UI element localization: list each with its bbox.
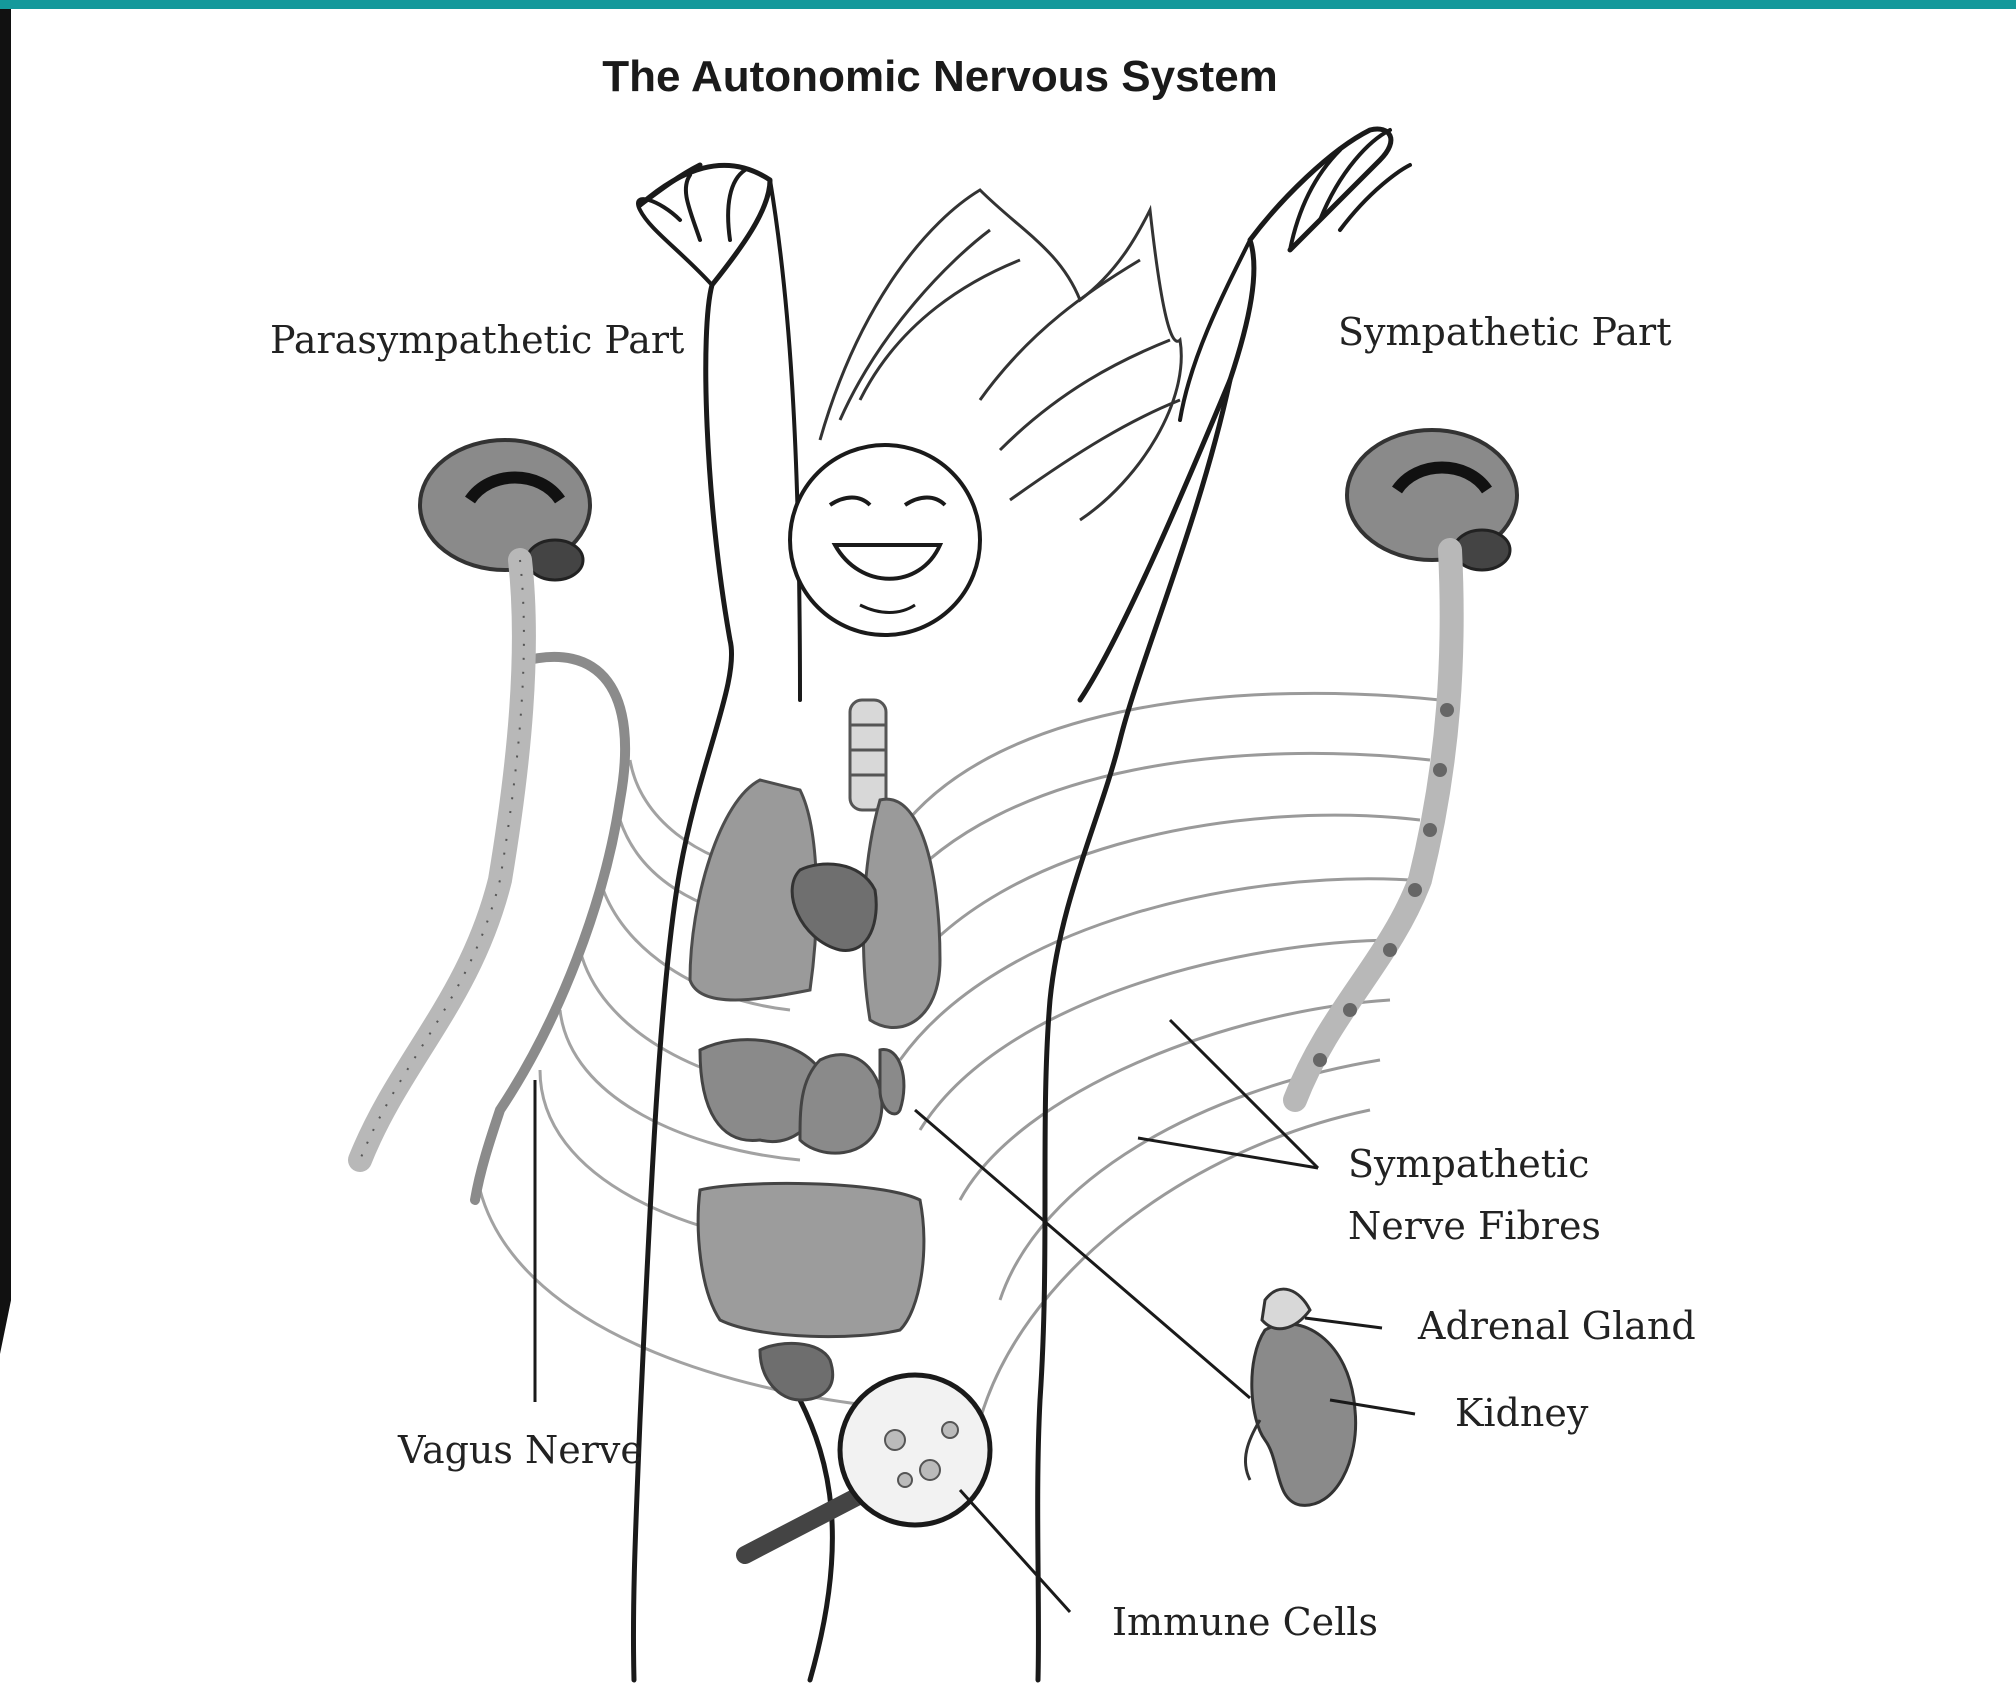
sympathetic-brain [1347,430,1517,570]
arms-and-hands [638,130,1410,700]
immune-cells-magnifier [745,1375,990,1555]
face [790,445,980,635]
label-sympathetic-part: Sympathetic Part [1338,308,1671,357]
label-immune-cells: Immune Cells [1112,1598,1378,1647]
label-sympathetic-fibres-line1: Sympathetic [1348,1140,1589,1189]
label-kidney: Kidney [1455,1389,1588,1438]
label-adrenal-gland: Adrenal Gland [1418,1302,1696,1351]
label-vagus-nerve: Vagus Nerve [398,1426,643,1475]
abdominal-organs [700,1040,904,1154]
label-sympathetic-fibres-line2: Nerve Fibres [1348,1202,1601,1251]
parasympathetic-brain [420,440,590,580]
parasympathetic-spinal-cord [360,560,524,1160]
intestines [698,1183,924,1400]
sympathetic-nerve-fibres [890,693,1440,1420]
label-parasympathetic-part: Parasympathetic Part [270,316,684,365]
diagram-title: The Autonomic Nervous System [0,52,1880,102]
trachea [850,700,886,810]
